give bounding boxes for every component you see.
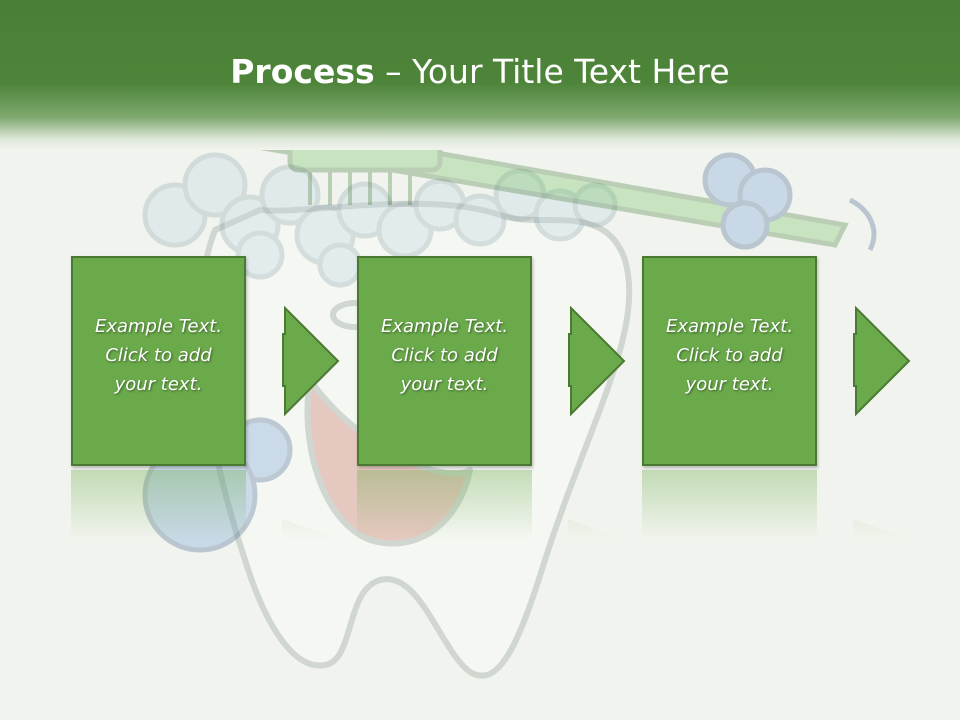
step-2-line-1: Example Text. xyxy=(380,316,509,337)
step-3-line-1: Example Text. xyxy=(665,316,794,337)
title-bold-text: Process xyxy=(230,52,375,91)
title-rest-text: – Your Title Text Here xyxy=(374,52,730,91)
process-step-3[interactable]: Example Text. Click to add your text. xyxy=(642,256,817,466)
step-3-text[interactable]: Example Text. Click to add your text. xyxy=(644,312,815,399)
step-2-line-2: Click to add xyxy=(391,345,498,366)
step-1-line-2: Click to add xyxy=(105,345,212,366)
slide-title[interactable]: Process – Your Title Text Here xyxy=(0,52,960,91)
step-3-line-2: Click to add xyxy=(676,345,783,366)
arrow-right-icon xyxy=(853,306,911,416)
step-3-line-3: your text. xyxy=(685,374,774,395)
process-step-1[interactable]: Example Text. Click to add your text. xyxy=(71,256,246,466)
process-step-2[interactable]: Example Text. Click to add your text. xyxy=(357,256,532,466)
step-1-reflection xyxy=(71,470,246,540)
step-3-reflection xyxy=(642,470,817,540)
arrow-right-icon xyxy=(282,306,340,416)
step-1-line-3: your text. xyxy=(114,374,203,395)
step-1-text[interactable]: Example Text. Click to add your text. xyxy=(73,312,244,399)
step-2-line-3: your text. xyxy=(400,374,489,395)
step-2-text[interactable]: Example Text. Click to add your text. xyxy=(359,312,530,399)
step-2-reflection xyxy=(357,470,532,540)
step-1-line-1: Example Text. xyxy=(94,316,223,337)
arrow-right-icon xyxy=(568,306,626,416)
title-bar xyxy=(0,0,960,150)
